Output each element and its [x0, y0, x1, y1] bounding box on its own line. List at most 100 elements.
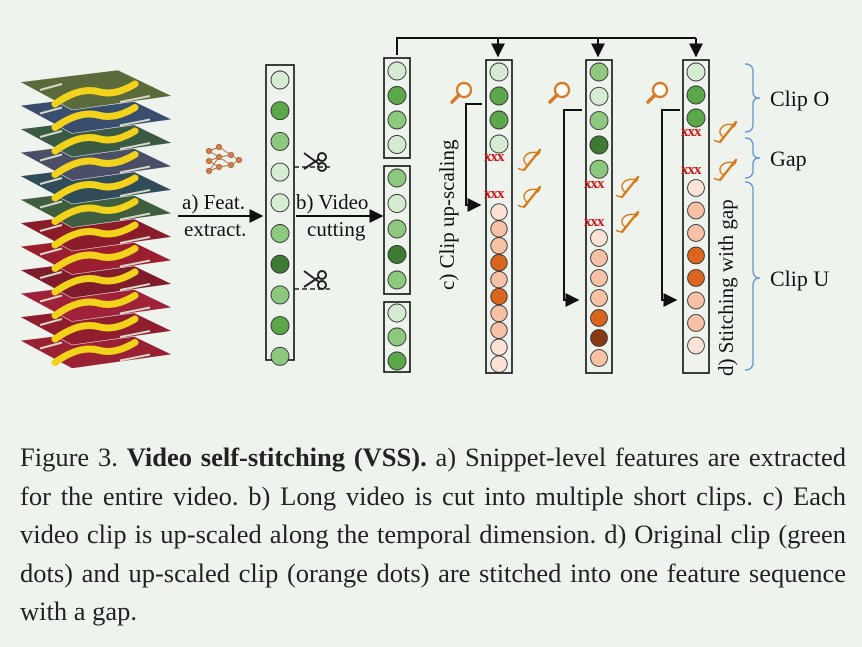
top-bracket [396, 37, 696, 55]
gap-x-mark: xxx [584, 214, 605, 230]
upscaled-clip-dot [590, 329, 608, 347]
feature-dot [270, 131, 290, 151]
clip-dot [387, 61, 407, 81]
frame-subject [51, 268, 139, 296]
frame-subject [51, 245, 139, 272]
clip-dot [387, 245, 407, 264]
label-clip-u: Clip U [770, 266, 829, 291]
needle-thread-icon [713, 158, 738, 182]
frame-detail [39, 153, 151, 174]
original-clip-dot [686, 62, 706, 82]
frame-subject [51, 339, 139, 366]
frame-detail [39, 271, 151, 291]
clip-dot [387, 194, 407, 213]
original-clip-dot [686, 108, 706, 128]
frame-subject [51, 198, 139, 225]
feature-dot [270, 316, 290, 336]
frame-detail [39, 341, 151, 362]
label-clip-o: Clip O [770, 86, 829, 111]
magnifier-icon [646, 81, 669, 104]
step-b-label: b) Video [296, 190, 368, 214]
original-clip-dot [589, 159, 609, 179]
feature-dot [270, 162, 290, 182]
feature-dot [270, 193, 290, 213]
needle-thread-icon [615, 175, 640, 199]
gap-x-mark: xxx [484, 186, 505, 202]
step-b-label-2: cutting [307, 217, 366, 241]
clip-dot [387, 110, 407, 130]
gap-x-mark: xxx [681, 124, 702, 140]
frame-detail [39, 200, 151, 221]
frame-detail [39, 247, 151, 268]
frame-subject [51, 127, 139, 155]
original-clip-dot [589, 111, 609, 131]
upscaled-clip-dot [490, 355, 508, 373]
feature-dot [270, 254, 290, 274]
scissors-icon [303, 270, 327, 290]
original-clip-dot [489, 110, 509, 130]
frame-detail [39, 130, 151, 150]
clip-dot [387, 270, 407, 290]
frame-subject [51, 151, 139, 178]
clip-dot [387, 168, 407, 188]
frame-detail [39, 83, 151, 103]
gap-x-mark: xxx [584, 176, 605, 192]
upscaled-clip-dot [490, 270, 508, 289]
upscaled-clip-dot [590, 309, 608, 327]
step-d-label: d) Stitching with gap [714, 199, 738, 376]
feature-dot [270, 70, 290, 90]
needle-thread-icons [517, 120, 738, 234]
frame-detail [39, 318, 151, 338]
feature-dot [270, 285, 290, 305]
feature-dot [270, 346, 290, 366]
stitched-column-1 [485, 59, 513, 374]
thread [517, 188, 539, 208]
upscaled-clip-dot [490, 287, 508, 306]
vss-figure: a) Feat. extract. b) Video cutting c) Cl… [19, 37, 829, 376]
thread [713, 161, 735, 181]
step-a-label-2: extract. [184, 217, 246, 241]
label-gap: Gap [770, 146, 807, 171]
upscaled-clip-dot [590, 269, 608, 287]
gap-x-mark: xxx [681, 162, 702, 178]
upscaled-clip-dot [687, 179, 705, 197]
magnifier-icon [548, 81, 571, 104]
brace-gap [744, 137, 761, 179]
feature-dot [270, 224, 290, 243]
frame-detail [39, 106, 151, 127]
upscaled-clip-dot [687, 269, 705, 287]
original-clip-dot [589, 86, 609, 106]
original-clip-dot [489, 86, 509, 106]
upscale-route-1 [465, 103, 482, 212]
scissors-icon [303, 152, 327, 172]
needle-thread-icon [713, 120, 738, 144]
neural-network-icon [205, 143, 243, 175]
upscaled-clip-dot [490, 304, 508, 323]
original-clip-dot [589, 62, 609, 82]
upscaled-clip-dot [687, 291, 705, 310]
upscaled-clip-dot [490, 203, 508, 221]
video-frame [19, 69, 174, 111]
upscaled-clip-dot [490, 321, 508, 339]
original-clip-dot [589, 135, 609, 155]
thread [615, 213, 637, 233]
upscale-route-3 [661, 109, 680, 307]
clip-dot [387, 303, 407, 323]
brace-clip-u [744, 181, 761, 371]
upscale-route-2 [563, 109, 582, 307]
upscaled-clip-dot [687, 336, 705, 355]
needle-thread-icon [615, 210, 640, 234]
cut-clip-column-1 [383, 57, 411, 159]
frame-subject [51, 221, 139, 249]
stitched-column-3 [682, 59, 710, 374]
frame-detail [39, 177, 151, 197]
clip-dot [387, 86, 407, 105]
video-frames-stack [19, 69, 174, 369]
upscaled-clip-dot [687, 201, 705, 220]
upscaled-clip-dot [590, 289, 608, 307]
clip-dot [387, 219, 407, 239]
magnifier-icon [450, 81, 473, 104]
cut-clip-column-3 [383, 301, 411, 373]
frame-subject [51, 315, 139, 343]
